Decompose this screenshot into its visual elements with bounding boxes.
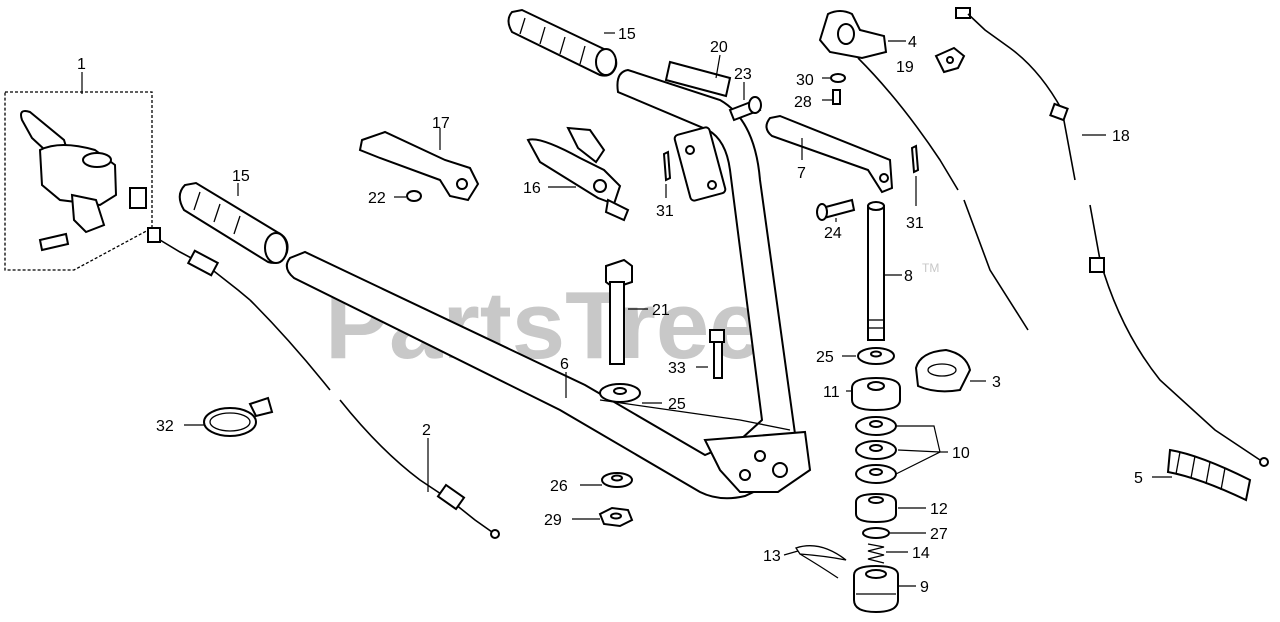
part-throttle-lever-assembly[interactable] <box>4 72 153 271</box>
callout-12: 12 <box>930 501 948 518</box>
callout-31-right: 31 <box>906 215 924 232</box>
callout-15-lower: 15 <box>232 168 250 185</box>
callout-29: 29 <box>544 512 562 529</box>
callout-6: 6 <box>560 356 569 373</box>
part-spring[interactable] <box>1152 448 1252 502</box>
callout-9: 9 <box>920 579 929 596</box>
part-bushing-11[interactable] <box>846 376 901 412</box>
callout-21: 21 <box>652 302 670 319</box>
callout-20: 20 <box>710 39 728 56</box>
part-lever-arm[interactable] <box>765 114 894 194</box>
callout-labels: 1 2 3 4 5 6 7 8 9 10 11 12 13 14 15 15 1… <box>77 26 1143 596</box>
callout-26: 26 <box>550 478 568 495</box>
part-washer-25b[interactable] <box>842 347 895 365</box>
callout-33: 33 <box>668 360 686 377</box>
callout-31-left: 31 <box>656 203 674 220</box>
callout-25-left: 25 <box>668 396 686 413</box>
part-shaft[interactable] <box>867 201 902 341</box>
callout-22: 22 <box>368 190 386 207</box>
part-ring-27[interactable] <box>862 527 926 539</box>
part-washer-25a[interactable] <box>599 383 662 404</box>
watermark-trademark: TM <box>922 261 939 275</box>
part-cotter-pin-31a[interactable] <box>662 150 672 198</box>
callout-17: 17 <box>432 115 450 132</box>
callout-32: 32 <box>156 418 174 435</box>
callout-11: 11 <box>823 384 840 401</box>
part-rubber-pad[interactable] <box>914 348 986 393</box>
part-throttle-knob[interactable] <box>818 10 906 60</box>
part-clutch-lever[interactable] <box>526 126 630 222</box>
callout-1: 1 <box>77 56 86 73</box>
part-handlebar-tube[interactable] <box>285 68 812 500</box>
part-bushing-12[interactable] <box>855 492 926 524</box>
callout-5: 5 <box>1134 470 1143 487</box>
callout-10: 10 <box>952 445 970 462</box>
part-grip-upper[interactable] <box>507 8 618 77</box>
part-bolt-24[interactable] <box>816 198 856 222</box>
part-bolt-21[interactable] <box>605 258 648 365</box>
part-throttle-cable[interactable] <box>857 57 1029 331</box>
part-hose-clamp[interactable] <box>184 396 274 437</box>
callout-23: 23 <box>734 66 752 83</box>
callout-19: 19 <box>896 59 914 76</box>
callout-18: 18 <box>1112 128 1130 145</box>
part-adjuster-knob[interactable] <box>853 564 916 614</box>
callout-14: 14 <box>912 545 930 562</box>
part-clip-13[interactable] <box>783 545 847 579</box>
part-nut-29[interactable] <box>572 506 634 528</box>
callout-24: 24 <box>824 225 842 242</box>
part-clutch-cable[interactable] <box>147 227 500 539</box>
callout-15-upper: 15 <box>618 26 636 43</box>
part-clip-19[interactable] <box>934 46 966 74</box>
part-washers-10[interactable] <box>855 416 948 484</box>
callout-25-right: 25 <box>816 349 834 366</box>
part-grip-lower[interactable] <box>178 181 289 264</box>
callout-13: 13 <box>763 548 781 565</box>
part-washer-22[interactable] <box>394 190 422 202</box>
callout-2: 2 <box>422 422 431 439</box>
callout-8: 8 <box>904 268 913 285</box>
part-bolt-33[interactable] <box>696 329 725 379</box>
part-sleeve[interactable] <box>664 54 732 98</box>
callout-28: 28 <box>794 94 812 111</box>
callout-30: 30 <box>796 72 814 89</box>
part-spring-14[interactable] <box>867 543 908 564</box>
part-cotter-pin-31b[interactable] <box>910 144 920 206</box>
part-washer-30[interactable] <box>822 73 846 83</box>
callout-7: 7 <box>797 165 806 182</box>
part-bracket-17[interactable] <box>358 128 480 202</box>
callout-16: 16 <box>523 180 541 197</box>
part-screw-28[interactable] <box>822 89 841 105</box>
callout-3: 3 <box>992 374 1001 391</box>
callout-4: 4 <box>908 34 917 51</box>
callout-27: 27 <box>930 526 948 543</box>
part-pin-23[interactable] <box>728 82 762 122</box>
part-washer-26[interactable] <box>580 472 633 488</box>
part-control-cable-18[interactable] <box>955 7 1269 467</box>
